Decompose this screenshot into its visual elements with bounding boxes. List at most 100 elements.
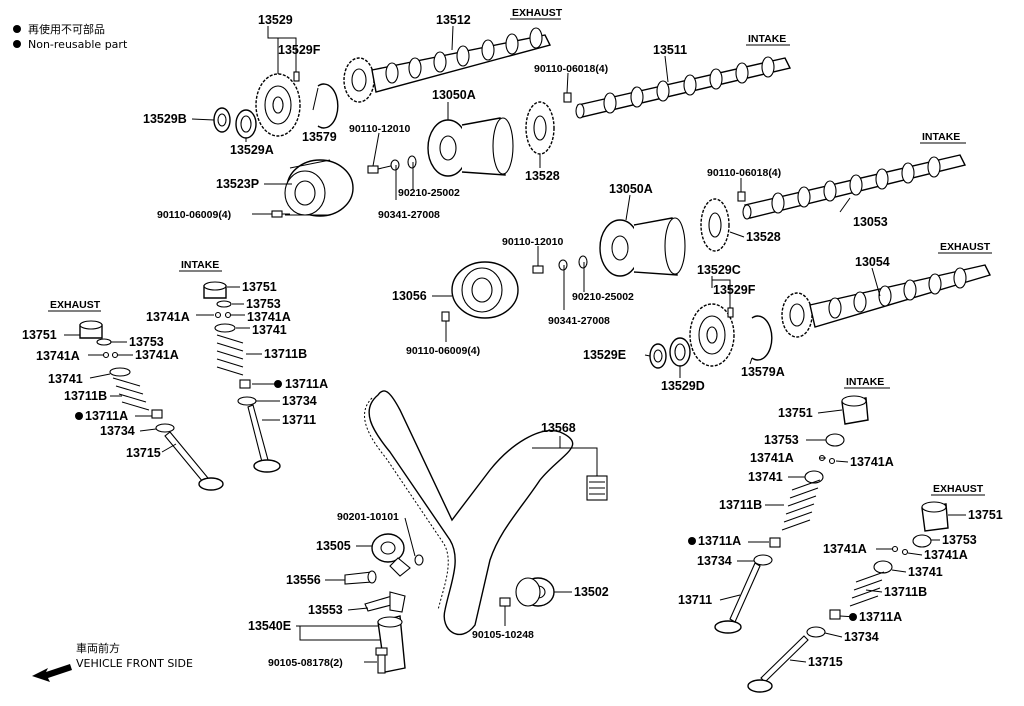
keeper-icon [891, 545, 899, 553]
part-label: 13741A [924, 548, 968, 562]
sprocket-assembly-right [649, 303, 773, 369]
part-label: 13528 [746, 230, 781, 244]
part-label: 13734 [100, 424, 135, 438]
part-label: 13751 [22, 328, 57, 342]
non-reusable-dot-icon [75, 412, 83, 420]
part-label: 90210-25002 [572, 291, 634, 303]
shim-icon [825, 433, 845, 447]
part-label: 13579A [741, 365, 785, 379]
part-label: 13711A [85, 409, 128, 423]
part-label: 13734 [844, 630, 879, 644]
valve-spring-icon [781, 479, 821, 531]
shim-icon [912, 534, 932, 548]
header-exhaust-left: EXHAUST [50, 299, 101, 311]
part-label: 13050A [609, 182, 653, 196]
part-label: 13050A [432, 88, 476, 102]
keeper-icon [214, 311, 222, 319]
header-intake-right: INTAKE [922, 131, 960, 143]
shim-icon [96, 338, 112, 346]
part-label: 13511 [653, 43, 687, 57]
spring-retainer-icon [214, 323, 236, 333]
spring-seat-icon [237, 396, 257, 406]
part-label: 13741A [135, 348, 179, 362]
intake-camshaft-right [737, 154, 967, 220]
valve-stem-seal-icon [769, 537, 781, 548]
non-reusable-dot-icon [13, 40, 21, 48]
keeper-icon [102, 351, 110, 359]
bolt-icon [532, 265, 544, 274]
legend-jp: 再使用不可部品 [28, 22, 105, 36]
part-label: 13711 [282, 413, 316, 427]
footer-jp: 車両前方 [76, 641, 120, 655]
part-label: 13553 [308, 603, 343, 617]
part-label: 13054 [855, 255, 890, 269]
timing-belt [364, 390, 608, 636]
part-label: 13741 [48, 372, 83, 386]
part-label: 13529A [230, 143, 274, 157]
tensioner-assembly [344, 533, 555, 674]
header-exhaust-right: EXHAUST [940, 241, 991, 253]
header-intake-top: INTAKE [748, 33, 786, 45]
spring-seat-icon [753, 554, 773, 566]
valve-icon [760, 635, 809, 683]
non-reusable-dot-icon [688, 537, 696, 545]
part-label: 90110-06018(4) [534, 63, 608, 75]
part-label: 90210-25002 [398, 187, 460, 199]
bolt-icon [737, 191, 746, 202]
valve-spring-icon [216, 334, 244, 376]
part-label: 90105-08178(2) [268, 657, 343, 669]
washer-icon [390, 159, 400, 171]
valve-assembly-right-exhaust [747, 501, 949, 693]
part-label: 90110-12010 [349, 123, 410, 135]
legend: 再使用不可部品 Non-reusable part [13, 22, 128, 51]
o-ring-icon [578, 255, 588, 269]
part-label: 13711A [859, 610, 902, 624]
part-label: 13529 [258, 13, 293, 27]
snap-ring-icon [751, 315, 773, 361]
part-label: 13741A [850, 455, 894, 469]
part-label: 13741A [750, 451, 794, 465]
exhaust-camshaft-top [343, 27, 552, 103]
spring-retainer-icon [873, 560, 893, 574]
header-exhaust-top: EXHAUST [512, 7, 563, 19]
part-label: 90110-06009(4) [406, 345, 480, 357]
part-labels: 13529 13529F 13512 90110-06018(4) 13511 … [22, 13, 1003, 669]
sprocket-assembly-top [213, 71, 354, 218]
part-label: 13741A [247, 310, 291, 324]
exhaust-camshaft-right [781, 264, 991, 338]
part-label: 13741 [748, 470, 783, 484]
part-label: 90110-06009(4) [157, 209, 231, 221]
legend-en: Non-reusable part [28, 38, 128, 51]
valve-stem-seal-icon [239, 379, 251, 389]
bolt-icon [367, 165, 379, 174]
part-label: 90105-10248 [472, 629, 534, 641]
valve-spring-icon [112, 377, 150, 411]
washer-icon [414, 554, 424, 566]
part-label: 13751 [778, 406, 813, 420]
footer-en: VEHICLE FRONT SIDE [76, 657, 193, 670]
timing-pulley-middle [441, 261, 519, 322]
spring-retainer-icon [804, 470, 824, 484]
part-label: 13529F [278, 43, 321, 57]
part-label: 13734 [697, 554, 732, 568]
header-exhaust-lower: EXHAUST [933, 483, 984, 495]
part-label: 13053 [853, 215, 888, 229]
non-reusable-dot-icon [849, 613, 857, 621]
part-label: 13753 [764, 433, 799, 447]
part-label: 90110-12010 [502, 236, 563, 248]
part-label: 13751 [968, 508, 1003, 522]
valve-stem-seal-icon [151, 409, 163, 419]
non-reusable-markers [75, 380, 857, 621]
bolt-icon [271, 210, 283, 218]
part-label: 13711 [678, 593, 712, 607]
timing-belt-icon [368, 390, 574, 636]
part-label: 13711B [264, 347, 307, 361]
spring-seat-icon [806, 626, 826, 638]
part-label: 13529D [661, 379, 705, 393]
part-label: 90341-27008 [378, 209, 440, 221]
vvt-gear-assembly-top [367, 101, 555, 177]
knock-pin-icon [293, 71, 300, 82]
part-label: 13753 [129, 335, 164, 349]
part-label: 13529B [143, 112, 187, 126]
